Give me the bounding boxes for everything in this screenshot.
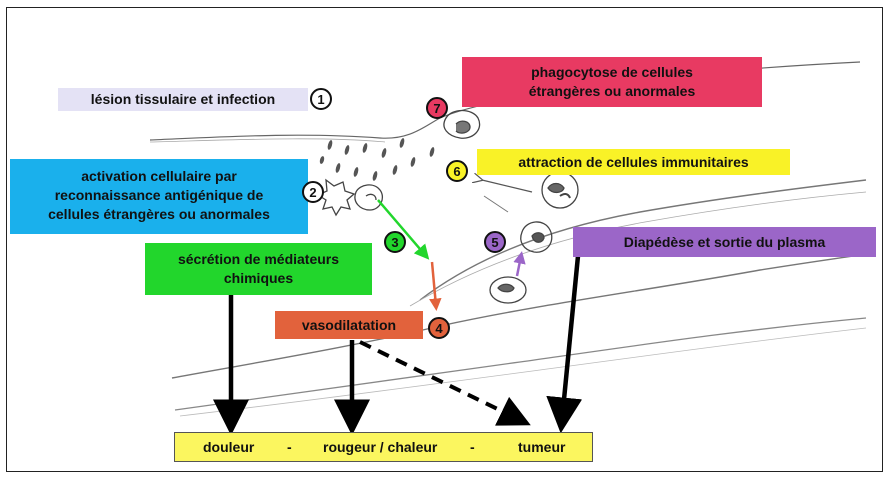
- dendritic-cell: [316, 178, 356, 217]
- arrow-tumeur-dashed: [359, 340, 531, 426]
- diapedesis-cell: [520, 221, 553, 253]
- outcome-douleur: douleur: [203, 439, 255, 455]
- label-diapedese: Diapédèse et sortie du plasma: [573, 227, 876, 257]
- step-7-badge: 7: [426, 97, 448, 119]
- figure-frame: [6, 7, 883, 472]
- migrating-cell: [541, 171, 579, 209]
- step-5-badge: 5: [484, 231, 506, 253]
- vessel-wall-upper: [419, 179, 867, 301]
- attraction-arrow-2: [483, 195, 509, 213]
- blood-cell: [489, 276, 527, 304]
- outcome-tumeur: tumeur: [518, 439, 566, 455]
- attraction-arrow: [482, 180, 533, 193]
- step-1-badge: 1: [310, 88, 332, 110]
- arrow-tumeur: [546, 255, 583, 434]
- step-3-badge: 3: [384, 231, 406, 253]
- label-attraction: attraction de cellules immunitaires: [477, 149, 790, 175]
- outcomes-bar: douleur - rougeur / chaleur - tumeur: [174, 432, 593, 462]
- vessel-wall-middle: [171, 253, 867, 379]
- orange-arrow: [429, 261, 442, 311]
- step-6-badge: 6: [446, 160, 468, 182]
- vessel-wall-lower: [174, 317, 867, 411]
- separator-1: -: [287, 439, 292, 455]
- green-arrow: [377, 199, 430, 260]
- label-vasodilatation: vasodilatation: [275, 311, 423, 339]
- label-phagocytose: phagocytose de cellules étrangères ou an…: [462, 57, 762, 107]
- purple-arrow: [513, 251, 526, 277]
- vessel-wall-upper-2: [409, 191, 867, 307]
- outcome-rougeur-chaleur: rougeur / chaleur: [323, 439, 438, 455]
- tissue-line-lower: [149, 138, 386, 143]
- step-2-badge: 2: [302, 181, 324, 203]
- chemical-mediators: [319, 138, 435, 181]
- vessel-wall-lower-2: [179, 327, 867, 417]
- label-lesion: lésion tissulaire et infection: [58, 88, 308, 111]
- label-secretion: sécrétion de médiateurs chimiques: [145, 243, 372, 295]
- macrophage-cell: [354, 184, 384, 211]
- phagocyte-cell: [443, 109, 481, 139]
- label-activation: activation cellulaire par reconnaissance…: [10, 159, 308, 234]
- step-4-badge: 4: [428, 317, 450, 339]
- separator-2: -: [470, 439, 475, 455]
